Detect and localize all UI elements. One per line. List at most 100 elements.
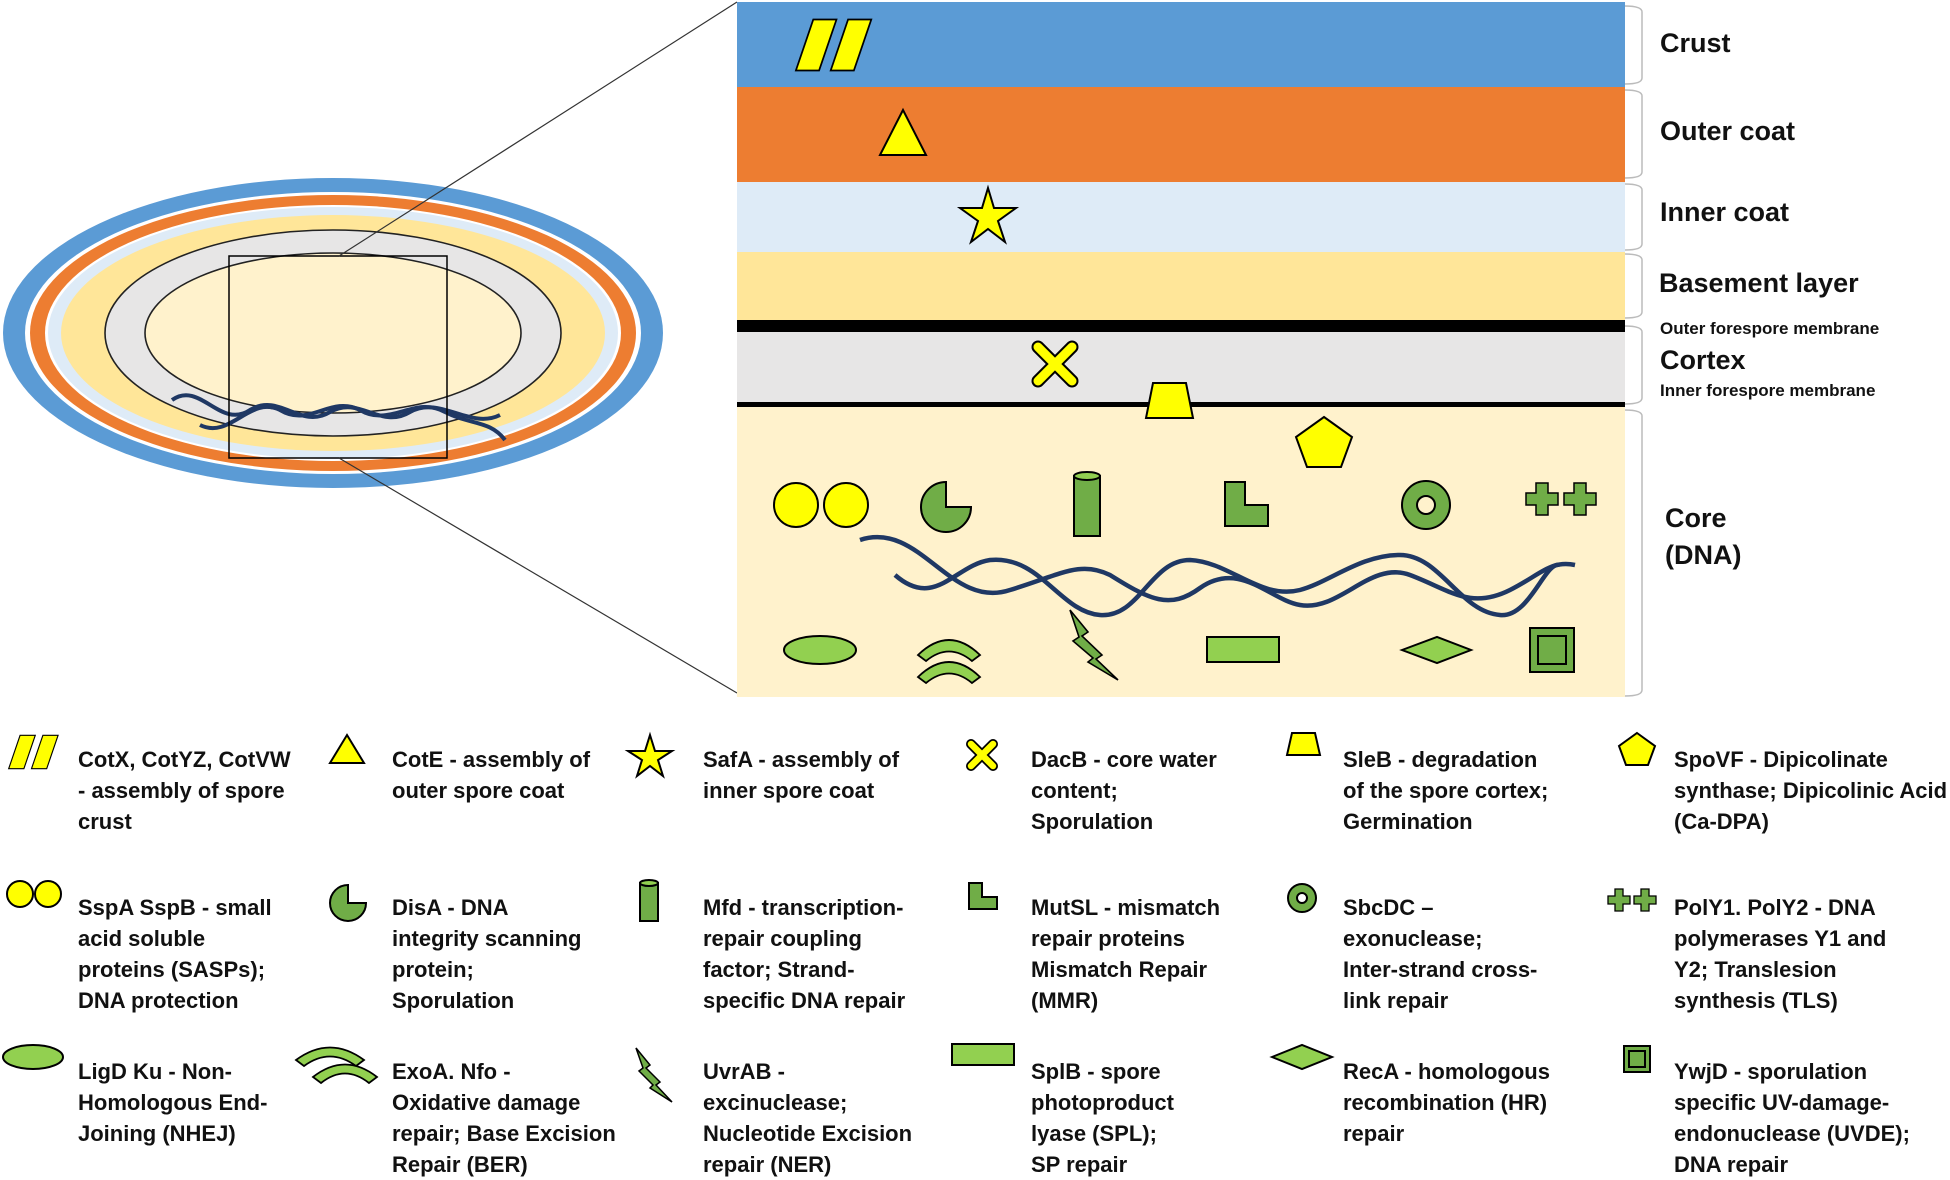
legend-line: endonuclease (UVDE); bbox=[1674, 1121, 1910, 1146]
inner-forespore-membrane-label: Inner forespore membrane bbox=[1660, 381, 1876, 400]
legend-line: repair bbox=[1343, 1121, 1405, 1146]
ring-icon bbox=[1401, 480, 1451, 530]
legend-line: repair (NER) bbox=[703, 1152, 832, 1177]
cortex-bracket bbox=[1624, 325, 1643, 405]
legend-line: content; bbox=[1031, 778, 1118, 803]
legend-line: lyase (SPL); bbox=[1031, 1121, 1157, 1146]
legend-item-mfd: Mfd - transcription- repair coupling fac… bbox=[703, 892, 905, 1016]
legend-item-safa: SafA - assembly of inner spore coat bbox=[703, 744, 899, 806]
legend-line: exonuclease; bbox=[1343, 926, 1483, 951]
legend-ellipse-icon bbox=[2, 1044, 64, 1070]
crust-layer bbox=[737, 2, 1625, 87]
legend-line: Inter-strand cross- bbox=[1343, 957, 1538, 982]
inner-coat-bracket bbox=[1624, 183, 1643, 251]
core-dna-strand-1 bbox=[859, 535, 1576, 608]
basement-layer-label: Basement layer bbox=[1659, 268, 1859, 298]
outer-forespore-membrane-label: Outer forespore membrane bbox=[1660, 319, 1880, 338]
legend-line: recombination (HR) bbox=[1343, 1090, 1548, 1115]
legend-line: specific DNA repair bbox=[703, 988, 906, 1013]
zoom-line-top bbox=[338, 1, 738, 257]
legend-line: repair proteins bbox=[1031, 926, 1186, 951]
legend-item-reca: RecA - homologous recombination (HR) rep… bbox=[1343, 1056, 1550, 1149]
legend-cylinder-icon bbox=[639, 879, 659, 922]
legend-pie-wedge-icon bbox=[329, 883, 368, 922]
legend-line: Mfd - transcription- bbox=[703, 895, 904, 920]
legend-line: Nucleotide Excision bbox=[703, 1121, 913, 1146]
outer-coat-bracket bbox=[1624, 89, 1643, 179]
lightning-icon bbox=[1069, 609, 1119, 681]
legend-item-poly: PolY1. PolY2 - DNA polymerases Y1 and Y2… bbox=[1674, 892, 1886, 1016]
l-shape-icon bbox=[1224, 481, 1269, 527]
legend-line: YwjD - sporulation bbox=[1674, 1059, 1868, 1084]
core-layer bbox=[737, 407, 1625, 697]
triangle-icon bbox=[878, 107, 928, 156]
legend-line: polymerases Y1 and bbox=[1674, 926, 1887, 951]
double-circle-icon bbox=[773, 482, 869, 528]
legend-line: Repair (BER) bbox=[392, 1152, 528, 1177]
inner-coat-layer bbox=[737, 182, 1625, 252]
legend-line: SleB - degradation bbox=[1343, 747, 1538, 772]
legend-line: CotE - assembly of bbox=[392, 747, 591, 772]
legend-trapezoid-icon bbox=[1285, 732, 1322, 756]
legend-line: Sporulation bbox=[1031, 809, 1154, 834]
legend-line: factor; Strand- bbox=[703, 957, 855, 982]
core-dna-label: (DNA) bbox=[1665, 540, 1742, 570]
legend-line: DacB - core water bbox=[1031, 747, 1217, 772]
legend-parallelogram-pair-icon bbox=[7, 734, 59, 770]
legend-line: SafA - assembly of bbox=[703, 747, 900, 772]
basement-layer bbox=[737, 252, 1625, 320]
legend-line: protein; bbox=[392, 957, 474, 982]
pentagon-icon bbox=[1294, 415, 1354, 468]
rectangle-icon bbox=[1206, 636, 1280, 663]
legend-item-disa: DisA - DNA integrity scanning protein; S… bbox=[392, 892, 581, 1016]
zoom-box bbox=[228, 255, 448, 459]
legend-line: outer spore coat bbox=[392, 778, 565, 803]
legend-item-cote: CotE - assembly of outer spore coat bbox=[392, 744, 590, 806]
legend-line: Mismatch Repair bbox=[1031, 957, 1208, 982]
layer-stack bbox=[737, 2, 1643, 697]
legend-line: of the spore cortex; bbox=[1343, 778, 1549, 803]
pie-wedge-icon bbox=[920, 480, 973, 533]
legend-line: proteins (SASPs); bbox=[78, 957, 266, 982]
legend-line: acid soluble bbox=[78, 926, 206, 951]
legend-line: (Ca-DPA) bbox=[1674, 809, 1769, 834]
legend-double-plus-icon bbox=[1607, 888, 1657, 912]
legend-line: UvrAB - bbox=[703, 1059, 785, 1084]
basement-bracket bbox=[1624, 253, 1643, 319]
legend-line: (MMR) bbox=[1031, 988, 1099, 1013]
arcs-icon bbox=[916, 639, 982, 685]
legend-item-uvrab: UvrAB - excinuclease; Nucleotide Excisio… bbox=[703, 1056, 912, 1180]
legend-item-dacb: DacB - core water content; Sporulation bbox=[1031, 744, 1217, 837]
legend-item-sspa: SspA SspB - small acid soluble proteins … bbox=[78, 892, 272, 1016]
framed-square-icon bbox=[1529, 627, 1575, 673]
diamond-icon bbox=[1399, 635, 1474, 665]
crust-label: Crust bbox=[1660, 28, 1731, 58]
legend-line: specific UV-damage- bbox=[1674, 1090, 1890, 1115]
outer-membrane-line bbox=[737, 320, 1625, 332]
legend-line: repair coupling bbox=[703, 926, 862, 951]
core-dna-strand-2 bbox=[893, 552, 1561, 618]
legend-arcs-icon bbox=[294, 1046, 379, 1085]
core-bracket bbox=[1624, 409, 1643, 697]
legend-line: CotX, CotYZ, CotVW bbox=[78, 747, 291, 772]
legend-line: SpoVF - Dipicolinate bbox=[1674, 747, 1888, 772]
legend-item-splb: SplB - spore photoproduct lyase (SPL); S… bbox=[1031, 1056, 1174, 1180]
legend-line: Sporulation bbox=[392, 988, 515, 1013]
legend-item-cotx: CotX, CotYZ, CotVW - assembly of spore c… bbox=[78, 744, 291, 837]
cylinder-icon bbox=[1073, 471, 1101, 537]
legend-line: Y2; Translesion bbox=[1674, 957, 1837, 982]
outer-coat-layer bbox=[737, 87, 1625, 182]
zoom-line-bottom bbox=[338, 457, 738, 694]
legend-line: synthase; Dipicolinic Acid bbox=[1674, 778, 1948, 803]
legend-item-exoa: ExoA. Nfo - Oxidative damage repair; Bas… bbox=[392, 1056, 616, 1180]
legend-icons bbox=[2, 731, 1657, 1103]
legend-line: SP repair bbox=[1031, 1152, 1128, 1177]
legend-line: Germination bbox=[1343, 809, 1473, 834]
legend-l-shape-icon bbox=[968, 882, 998, 910]
legend-ring-icon bbox=[1287, 883, 1317, 913]
legend-framed-square-icon bbox=[1623, 1045, 1651, 1073]
legend-line: Homologous End- bbox=[78, 1090, 268, 1115]
legend-lightning-icon bbox=[635, 1047, 673, 1103]
legend-item-mutsl: MutSL - mismatch repair proteins Mismatc… bbox=[1031, 892, 1220, 1016]
